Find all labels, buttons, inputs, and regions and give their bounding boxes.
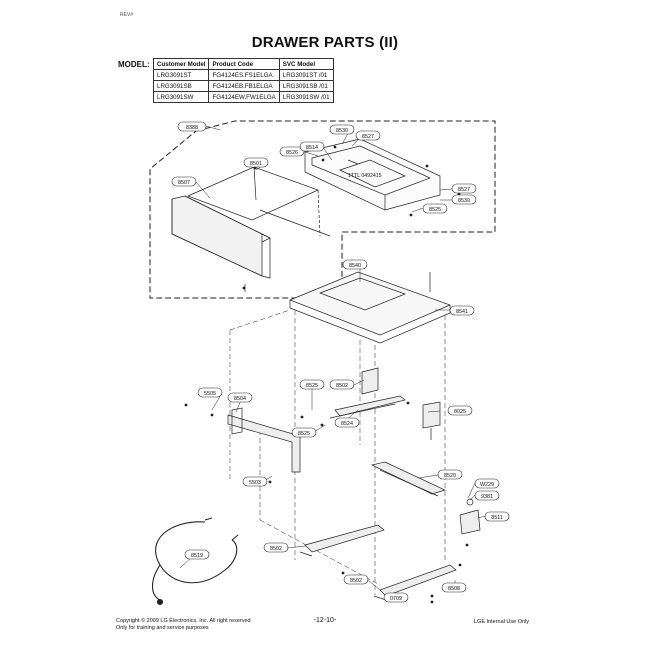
leader-lines [179, 125, 486, 599]
assembly-boundary [149, 120, 496, 299]
callout-8519: 8519 [184, 549, 210, 560]
internal-use-note: LGE Internal Use Only [474, 619, 530, 625]
slide-rail-right [373, 564, 457, 601]
drawer-front-panel [171, 195, 271, 292]
svg-text:8507: 8507 [178, 180, 190, 186]
inner-part-label: 1TTL 0492415 [348, 173, 382, 179]
callout-8530-right: 8530 [451, 194, 477, 205]
left-slide-bracket [227, 407, 309, 473]
svg-text:5505: 5505 [204, 391, 216, 397]
callout-8525-top: 8525 [422, 203, 448, 214]
callout-8025: 8025 [447, 405, 473, 416]
table-row: LRG3091SB FG4124EB.FB1ELGA LRG3091SB /01 [152, 80, 334, 92]
callout-8525-lower: 8525 [291, 427, 317, 438]
model-table: Customer Model Product Code SVC Model LR… [152, 58, 334, 103]
callout-0709: 0709 [383, 592, 409, 603]
svg-text:8525: 8525 [298, 431, 310, 437]
svg-text:8519: 8519 [191, 553, 203, 559]
model-label: MODEL: [118, 60, 150, 69]
svg-text:8541: 8541 [456, 309, 468, 315]
training-text: Only for training and service purposes [116, 625, 209, 631]
model-table-header: Customer Model Product Code SVC Model [152, 58, 334, 70]
svg-text:8525: 8525 [306, 383, 318, 389]
svg-text:8540: 8540 [349, 263, 361, 269]
drawer-frame-top [289, 271, 451, 344]
svg-text:W229: W229 [480, 482, 494, 488]
right-panel-bracket [422, 401, 441, 440]
slide-rail-upper [370, 461, 446, 497]
part-callouts: 8388 8530 8527 8526 8514 8501 8507 8527 [171, 121, 510, 603]
callout-8541: 8541 [449, 305, 475, 316]
callout-8526: 8526 [279, 146, 305, 157]
callout-8514: 8514 [299, 141, 325, 152]
callout-8388: 8388 [177, 121, 207, 132]
right-slide-bracket [329, 395, 406, 419]
svg-text:8526: 8526 [286, 150, 298, 156]
callout-8502-bottom: 8502 [343, 574, 369, 585]
latch-assembly [459, 498, 481, 535]
table-row: LRG3091SW FG4124EW.FW1ELGA LRG3091SW /01 [152, 91, 334, 103]
svg-text:8527: 8527 [458, 187, 470, 193]
callout-9381: 9381 [474, 490, 500, 501]
svg-text:8508: 8508 [448, 586, 460, 592]
svg-text:8502: 8502 [270, 546, 282, 552]
callout-8527-right: 8527 [451, 183, 477, 194]
svg-text:8527: 8527 [362, 134, 374, 140]
callout-8501: 8501 [243, 157, 269, 168]
svg-text:8502: 8502 [350, 578, 362, 584]
copyright-text: Copyright © 2009 LG Electronics. Inc. Al… [116, 618, 251, 624]
svg-text:8525: 8525 [429, 207, 441, 213]
svg-text:8388: 8388 [186, 125, 198, 131]
svg-text:5503: 5503 [249, 480, 261, 486]
callout-8540: 8540 [342, 259, 368, 270]
svg-text:8530: 8530 [336, 128, 348, 134]
callout-5505: 5505 [197, 387, 223, 398]
upper-clip-bracket [361, 367, 379, 395]
svg-text:0709: 0709 [390, 596, 402, 602]
callout-8511: 8511 [484, 511, 510, 522]
callout-8504: 8504 [227, 392, 253, 403]
svg-text:8504: 8504 [234, 396, 246, 402]
svg-text:8514: 8514 [306, 145, 318, 151]
svg-text:8520: 8520 [444, 473, 456, 479]
callout-8502-upper: 8502 [329, 379, 355, 390]
assembly-guide-lines [229, 309, 446, 595]
wire-harness [151, 517, 239, 606]
callout-W229: W229 [474, 478, 500, 489]
callout-8508: 8508 [441, 582, 467, 593]
svg-text:8511: 8511 [491, 515, 503, 521]
callout-8525-mid: 8525 [299, 379, 325, 390]
callout-8520: 8520 [437, 469, 463, 480]
callout-8524: 8524 [334, 417, 360, 428]
cell-svc-model: LRG3091SW /01 [278, 91, 334, 103]
page-number: -12-10- [313, 617, 337, 624]
page-title: DRAWER PARTS (II) [251, 34, 399, 51]
drawer-side-rails [187, 166, 331, 237]
callout-8527: 8527 [355, 130, 381, 141]
slide-rail-left [299, 524, 385, 557]
callout-5503: 5503 [242, 476, 268, 487]
svg-text:8502: 8502 [336, 383, 348, 389]
cell-customer-model: LRG3091SW [152, 91, 210, 103]
svg-text:8530: 8530 [458, 198, 470, 204]
callout-8507: 8507 [171, 176, 197, 187]
cell-product-code: FG4124EW.FW1ELGA [208, 91, 280, 103]
svg-text:8524: 8524 [341, 421, 353, 427]
footer-copyright: Copyright © 2009 LG Electronics. Inc. Al… [116, 618, 251, 632]
callout-8502-left: 8502 [263, 542, 289, 553]
svg-text:8025: 8025 [454, 409, 466, 415]
svg-text:9381: 9381 [481, 494, 493, 500]
screw-fasteners [184, 145, 469, 604]
svg-text:8501: 8501 [250, 161, 262, 167]
revision-mark: REV# [120, 12, 134, 18]
callout-8530: 8530 [329, 124, 355, 135]
